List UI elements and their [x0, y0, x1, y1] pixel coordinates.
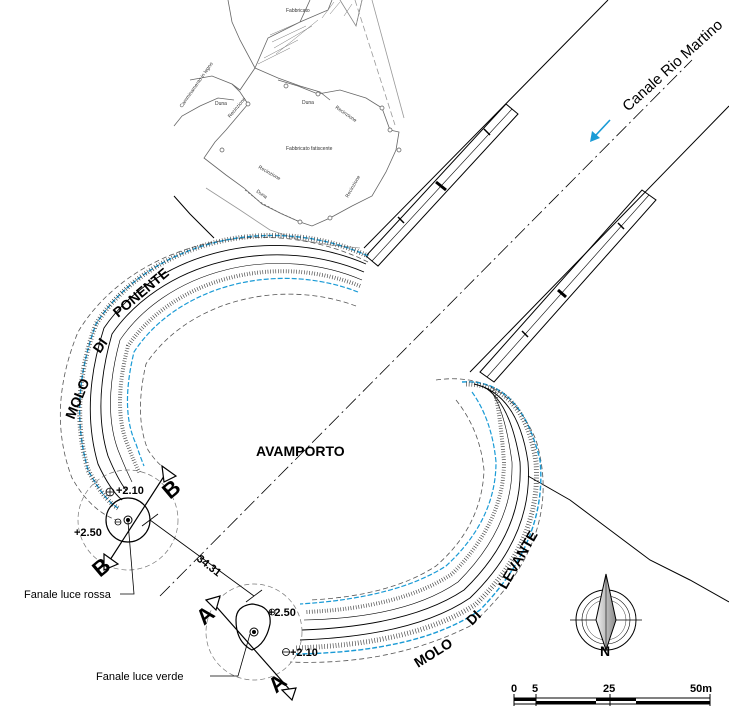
elevation-east-lower: +2.10	[290, 647, 318, 659]
section-b-lower: B	[87, 552, 115, 581]
flow-arrow	[590, 119, 611, 142]
scale-tick-0: 0	[511, 683, 517, 695]
label-duna-3: Duna	[255, 189, 268, 201]
scale-bar: 0 5 25 50m	[511, 683, 712, 706]
compass-icon: N	[570, 573, 642, 659]
label-fabbricato: Fabbricato	[286, 8, 310, 14]
molo-ponente-word-3: PONENTE	[110, 265, 172, 321]
light-leaders	[120, 521, 251, 677]
building-area	[173, 0, 405, 249]
canal-walls	[363, 0, 729, 383]
coastline	[173, 195, 729, 603]
elevation-west-lower: +2.50	[74, 527, 102, 539]
molo-ponente-word-1: MOLO	[62, 376, 93, 421]
label-fatiscente: Fabbricato fatiscente	[286, 146, 333, 152]
section-b-upper: B	[157, 474, 185, 503]
elevation-west-upper: +2.10	[116, 485, 144, 497]
building-hatch	[257, 1, 353, 65]
scale-tick-25: 25	[603, 683, 615, 695]
canal-label: Canale Rio Martino	[619, 16, 726, 115]
dimension-line	[141, 513, 263, 603]
label-recinzione-2: Recinzione	[334, 105, 358, 124]
harbor-label: AVAMPORTO	[256, 443, 345, 459]
label-duna-2: Duna	[215, 101, 227, 107]
molo-levante	[289, 378, 544, 663]
scale-tick-50: 50m	[690, 683, 712, 695]
label-duna-1: Duna	[302, 100, 314, 106]
elevation-east-upper: +2.50	[268, 607, 296, 619]
molo-ponente	[59, 233, 370, 521]
red-light-label: Fanale luce rossa	[24, 589, 112, 601]
green-light-label: Fanale luce verde	[96, 671, 183, 683]
scale-tick-5: 5	[532, 683, 538, 695]
section-cuts	[103, 464, 297, 702]
green-light-head	[205, 583, 303, 681]
compass-north: N	[600, 643, 610, 659]
dimension-value: 34.31	[194, 553, 223, 579]
label-recinzione-4: Recinzione	[345, 174, 363, 199]
molo-levante-word-1: MOLO	[411, 635, 455, 671]
label-recinzione-3: Recinzione	[257, 165, 282, 183]
building-dots	[219, 83, 402, 225]
canal-axis	[159, 59, 693, 597]
